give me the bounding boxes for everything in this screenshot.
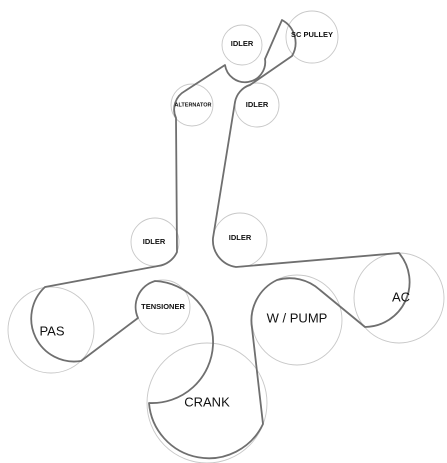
tensioner-label: TENSIONER [141,302,185,311]
idler-right-label: IDLER [229,233,252,242]
pas-label: PAS [39,323,64,338]
alternator-label: ALTERNATOR [175,102,212,108]
idler-top-pulley [221,24,263,66]
w-pump-label: W / PUMP [267,310,328,325]
idler-left-label: IDLER [143,237,166,246]
drive-belt [30,19,411,460]
crank-label: CRANK [184,394,230,409]
sc-pulley [285,10,339,64]
ac-label: AC [392,289,410,304]
idler-mid-label: IDLER [246,100,269,109]
idler-top-label: IDLER [231,39,254,48]
pas-pulley [7,286,95,374]
crank-pulley [146,342,268,463]
sc-pulley-label: SC PULLEY [291,30,333,39]
